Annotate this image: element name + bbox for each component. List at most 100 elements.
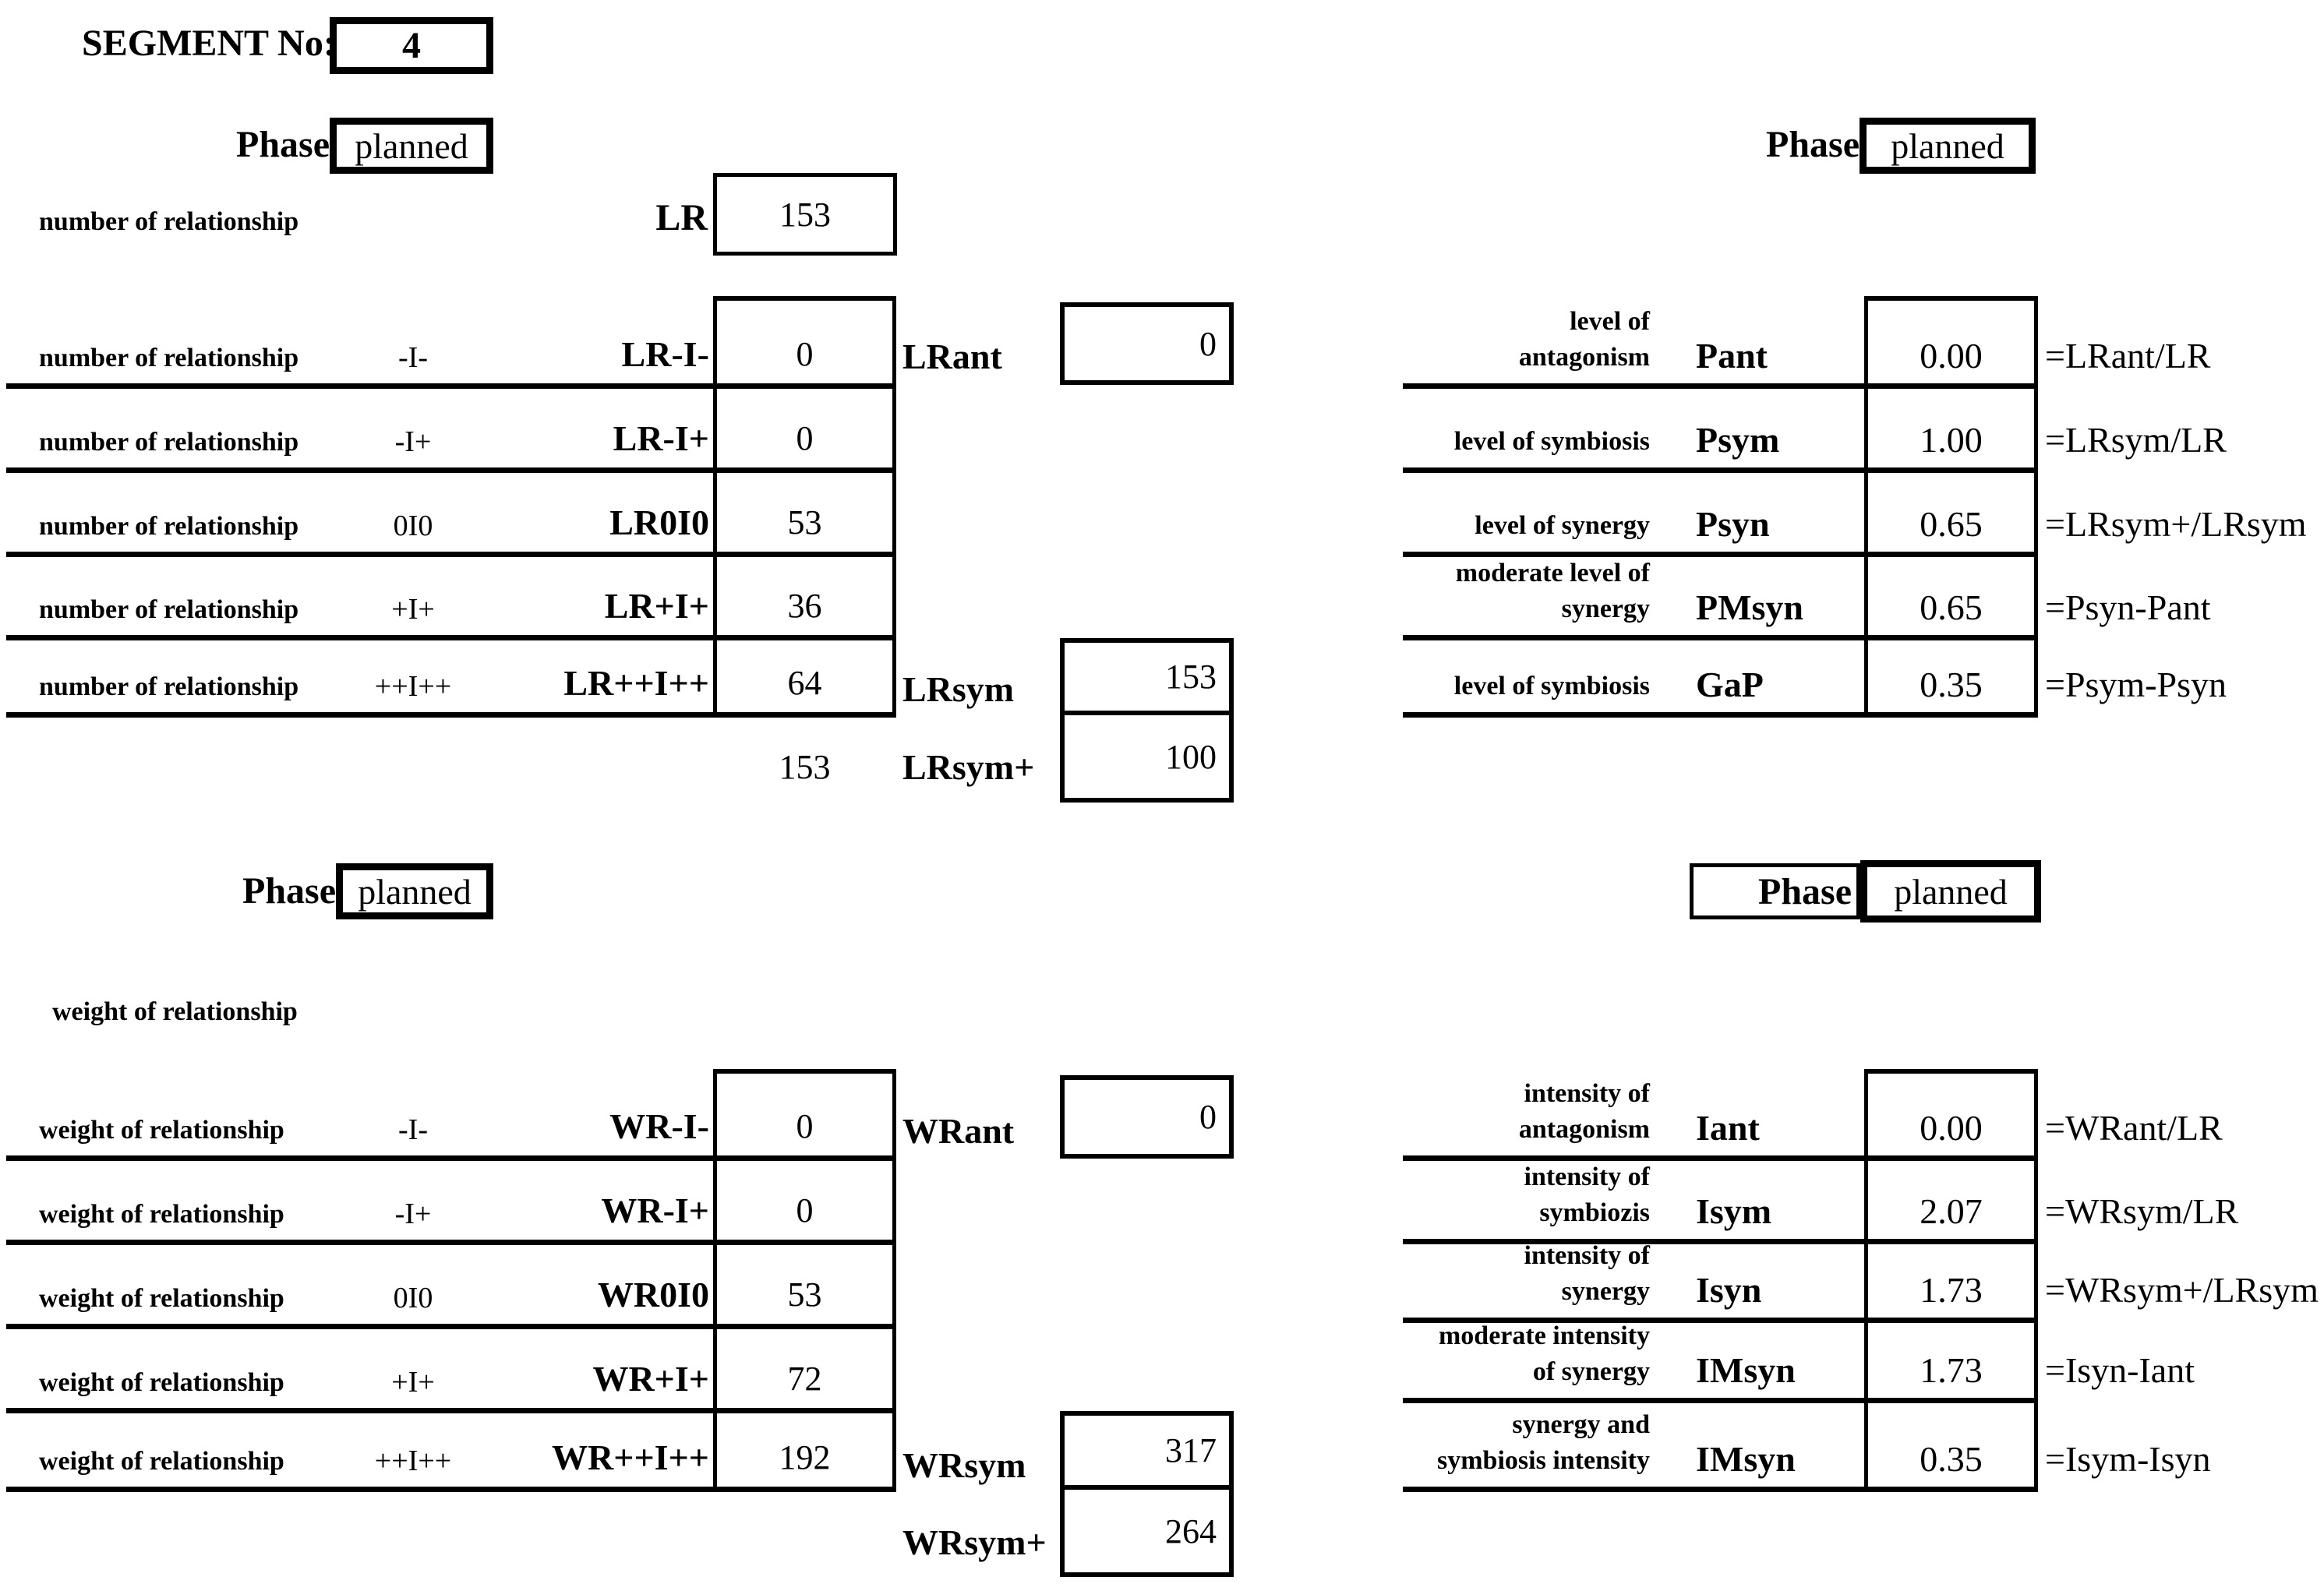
row-value-cell[interactable]: 0.35 (1920, 1439, 1983, 1479)
row-description-line2: of synergy (1532, 1357, 1650, 1386)
table-rule (1864, 1069, 1868, 1492)
row-value-cell[interactable]: 64 (787, 664, 822, 702)
level-row: level of antagonism Pant 0.00 =LRant/LR (1325, 301, 2324, 386)
row-code: LR-I+ (613, 418, 709, 458)
row-formula: =LRsym/LR (2045, 420, 2227, 460)
phase-label-box: Phase (1690, 863, 1860, 919)
row-code: LR-I- (621, 334, 709, 374)
row-code: WR-I+ (601, 1191, 709, 1230)
lrant-value-box[interactable]: 0 (1060, 302, 1234, 385)
table-rule (6, 635, 896, 640)
row-label: weight of relationship (39, 1116, 284, 1145)
row-symbol: Isyn (1696, 1270, 1762, 1310)
lrsym-value-box[interactable]: 153 (1060, 638, 1234, 715)
row-label: weight of relationship (39, 1284, 284, 1313)
row-value-cell[interactable]: 0.00 (1920, 336, 1983, 376)
table-rule (6, 1324, 896, 1329)
row-value-cell[interactable]: 1.73 (1920, 1350, 1983, 1390)
weight-row: weight of relationship ++I++ WR++I++ 192 (0, 1411, 896, 1490)
row-description: moderate level of synergy (1325, 556, 1650, 627)
row-description-line2: synergy (1561, 1277, 1650, 1306)
row-description-line2: level of symbiosis (1453, 427, 1650, 456)
table-rule (6, 1408, 896, 1413)
row-value-cell[interactable]: 0.35 (1920, 665, 1983, 704)
wrant-value-box[interactable]: 0 (1060, 1075, 1234, 1159)
row-description-line1: moderate intensity (1438, 1321, 1650, 1350)
row-symbol: Pant (1696, 336, 1768, 376)
row-code: WR0I0 (597, 1275, 709, 1314)
row-value-cell[interactable]: 0 (796, 1107, 814, 1145)
row-value-cell[interactable]: 1.73 (1920, 1270, 1983, 1310)
row-value-cell[interactable]: 53 (787, 1275, 822, 1314)
lrsymplus-label: LRsym+ (902, 747, 1035, 787)
row-code: WR+I+ (592, 1359, 709, 1399)
relationship-row: number of relationship ++I++ LR++I++ 64 (0, 638, 896, 715)
row-label: number of relationship (39, 595, 299, 624)
phase-value-box[interactable]: planned (1860, 860, 2041, 923)
table-rule (6, 552, 896, 557)
intensity-row: intensity of symbiozis Isym 2.07 =WRsym/… (1325, 1159, 2324, 1242)
row-label: number of relationship (39, 512, 299, 541)
wrant-label: WRant (902, 1111, 1015, 1151)
row-value-cell[interactable]: 53 (787, 503, 822, 542)
table-rule (6, 712, 896, 718)
relationship-row: number of relationship +I+ LR+I+ 36 (0, 555, 896, 638)
weight-row: weight of relationship 0I0 WR0I0 53 (0, 1243, 896, 1327)
lrsymplus-value-box[interactable]: 100 (1060, 711, 1234, 803)
row-symbol: GaP (1696, 665, 1764, 704)
row-symbol: -I+ (394, 425, 432, 458)
row-value-cell[interactable]: 1.00 (1920, 420, 1983, 460)
row-formula: =WRsym+/LRsym (2045, 1270, 2319, 1310)
row-value-cell[interactable]: 0 (796, 335, 814, 373)
row-label: number of relationship (39, 344, 299, 372)
wrsym-label: WRsym (902, 1445, 1026, 1485)
row-value-cell[interactable]: 36 (787, 587, 822, 625)
table-rule (1403, 712, 2038, 718)
table-rule (1864, 296, 1868, 718)
row-value-cell[interactable]: 0 (796, 1191, 814, 1229)
table-rule (1403, 552, 2038, 557)
row-description-line1: intensity of (1524, 1162, 1651, 1191)
phase-value-box[interactable]: planned (336, 863, 493, 919)
row-symbol: +I+ (391, 593, 435, 626)
table-rule (1403, 1487, 2038, 1492)
row-label: weight of relationship (39, 1368, 284, 1397)
weight-row: weight of relationship -I+ WR-I+ 0 (0, 1159, 896, 1243)
row-value-cell[interactable]: 2.07 (1920, 1191, 1983, 1231)
relationship-row: number of relationship -I- LR-I- 0 (0, 301, 896, 386)
weight-row: weight of relationship +I+ WR+I+ 72 (0, 1327, 896, 1411)
phase-value-box[interactable]: planned (330, 118, 493, 174)
row-description-line1: intensity of (1524, 1241, 1651, 1270)
table-rule (713, 1069, 717, 1492)
row-value-cell[interactable]: 72 (787, 1360, 822, 1398)
row-description: level of synergy (1325, 508, 1650, 544)
row-value-cell[interactable]: 0.65 (1920, 504, 1983, 544)
row-description: intensity of synergy (1325, 1238, 1651, 1310)
phase-label: Phase (236, 124, 330, 165)
row-label: weight of relationship (39, 1447, 284, 1476)
row-symbol: IMsyn (1696, 1439, 1796, 1479)
phase-label: Phase (242, 870, 336, 912)
row-formula: =WRsym/LR (2045, 1191, 2239, 1231)
row-description: moderate intensity of synergy (1325, 1318, 1650, 1390)
row-symbol: ++I++ (374, 1445, 452, 1477)
row-value-cell[interactable]: 0 (796, 419, 814, 457)
row-value-cell[interactable]: 0.65 (1920, 587, 1983, 627)
wrsymplus-label: WRsym+ (902, 1522, 1047, 1562)
row-code: WR-I- (609, 1106, 709, 1146)
intensity-row: intensity of antagonism Iant 0.00 =WRant… (1325, 1074, 2324, 1159)
row-value-cell[interactable]: 0.00 (1920, 1108, 1983, 1148)
table-rule (713, 296, 717, 718)
row-description-line2: antagonism (1518, 1115, 1650, 1144)
row-value-cell[interactable]: 192 (779, 1438, 831, 1476)
lr-value-box[interactable]: 153 (713, 173, 897, 256)
row-symbol: 0I0 (393, 510, 433, 542)
segment-number-box[interactable]: 4 (330, 17, 493, 74)
level-row: level of synergy Psyn 0.65 =LRsym+/LRsym (1325, 471, 2324, 555)
wrsymplus-value-box[interactable]: 264 (1060, 1485, 1234, 1577)
wrsym-value-box[interactable]: 317 (1060, 1411, 1234, 1490)
row-description: synergy and symbiosis intensity (1325, 1407, 1650, 1479)
row-symbol: Psyn (1696, 504, 1770, 544)
phase-value-box[interactable]: planned (1860, 118, 2036, 174)
